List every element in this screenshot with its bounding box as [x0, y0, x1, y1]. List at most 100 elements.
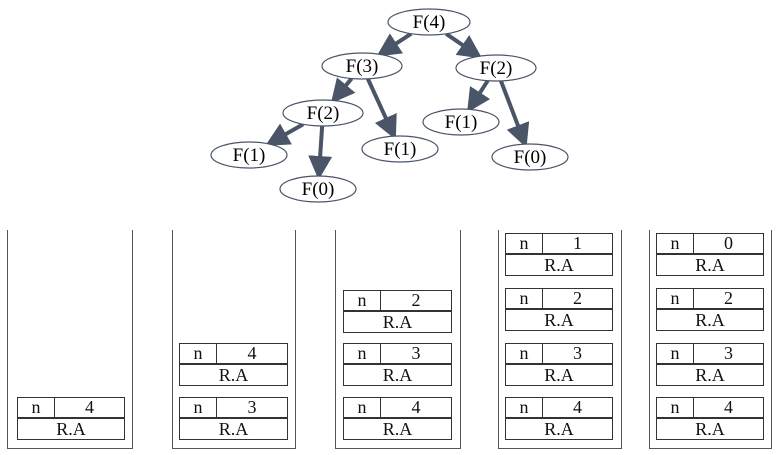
tree-node-f0_a: F(0) [279, 175, 357, 203]
call-arrow-f2_right-to-f1_c [467, 79, 491, 113]
return-address: R.A [695, 310, 725, 330]
node-label: F(4) [413, 12, 446, 33]
return-address: R.A [382, 312, 413, 332]
node-label: F(0) [514, 147, 547, 168]
return-address: R.A [695, 419, 725, 439]
tree-node-f1_a: F(1) [210, 141, 288, 169]
call-arrow-f2_right-to-f0_b [499, 80, 530, 148]
tree-node-f4: F(4) [387, 8, 471, 36]
param-name: n [506, 344, 543, 363]
node-ellipse [455, 54, 537, 82]
node-ellipse [361, 135, 439, 163]
node-ellipse [387, 8, 471, 36]
node-label: F(2) [307, 103, 340, 124]
param-value: 4 [247, 343, 257, 363]
param-name: n [506, 234, 543, 253]
tree-node-f3: F(3) [321, 52, 403, 80]
param-name: n [506, 398, 543, 417]
param-name: n [180, 344, 217, 363]
node-ellipse [491, 143, 569, 171]
param-value: 1 [573, 233, 582, 253]
call-arrow-f4-to-f3 [376, 32, 413, 57]
call-arrow-f3-to-f1_b [366, 78, 397, 140]
param-value: 4 [573, 397, 582, 417]
return-address: R.A [382, 365, 413, 385]
call-arrow-f4-to-f2_right [445, 32, 483, 59]
param-name: n [344, 291, 381, 310]
tree-node-f1_c: F(1) [422, 108, 500, 136]
tree-node-f2_right: F(2) [455, 54, 537, 82]
node-label: F(0) [302, 179, 335, 200]
param-value: 2 [724, 288, 733, 308]
param-value: 4 [724, 397, 733, 417]
node-label: F(1) [233, 145, 266, 166]
return-address: R.A [218, 419, 249, 439]
return-address: R.A [695, 255, 725, 275]
param-name: n [657, 289, 694, 308]
call-arrow-f2_left-to-f1_a [265, 122, 305, 146]
tree-node-f2_left: F(2) [282, 99, 364, 127]
param-value: 4 [85, 397, 94, 417]
tree-node-f0_b: F(0) [491, 143, 569, 171]
return-address: R.A [382, 419, 413, 439]
param-name: n [657, 234, 694, 253]
node-label: F(1) [445, 112, 478, 133]
param-value: 3 [411, 343, 421, 363]
param-name: n [657, 344, 694, 363]
param-value: 2 [411, 290, 421, 310]
param-value: 3 [573, 343, 582, 363]
node-ellipse [210, 141, 288, 169]
call-arrow-f2_left-to-f0_a [308, 125, 333, 180]
param-name: n [344, 398, 381, 417]
recursion-tree: F(4) F(3) F(2) F(2) F(1) F(1) F(1) F(0) F(0) [210, 8, 569, 203]
tree-node-f1_b: F(1) [361, 135, 439, 163]
node-label: F(2) [480, 58, 513, 79]
return-address: R.A [218, 365, 249, 385]
param-name: n [344, 344, 381, 363]
param-value: 4 [411, 397, 421, 417]
param-value: 3 [724, 343, 733, 363]
param-value: 2 [573, 288, 582, 308]
node-label: F(3) [346, 56, 379, 77]
call-arrow-f3-to-f2_left [330, 77, 356, 104]
param-name: n [506, 289, 543, 308]
param-value: 0 [724, 233, 733, 253]
node-ellipse [279, 175, 357, 203]
return-address: R.A [544, 255, 574, 275]
return-address: R.A [56, 419, 86, 439]
return-address: R.A [544, 419, 574, 439]
